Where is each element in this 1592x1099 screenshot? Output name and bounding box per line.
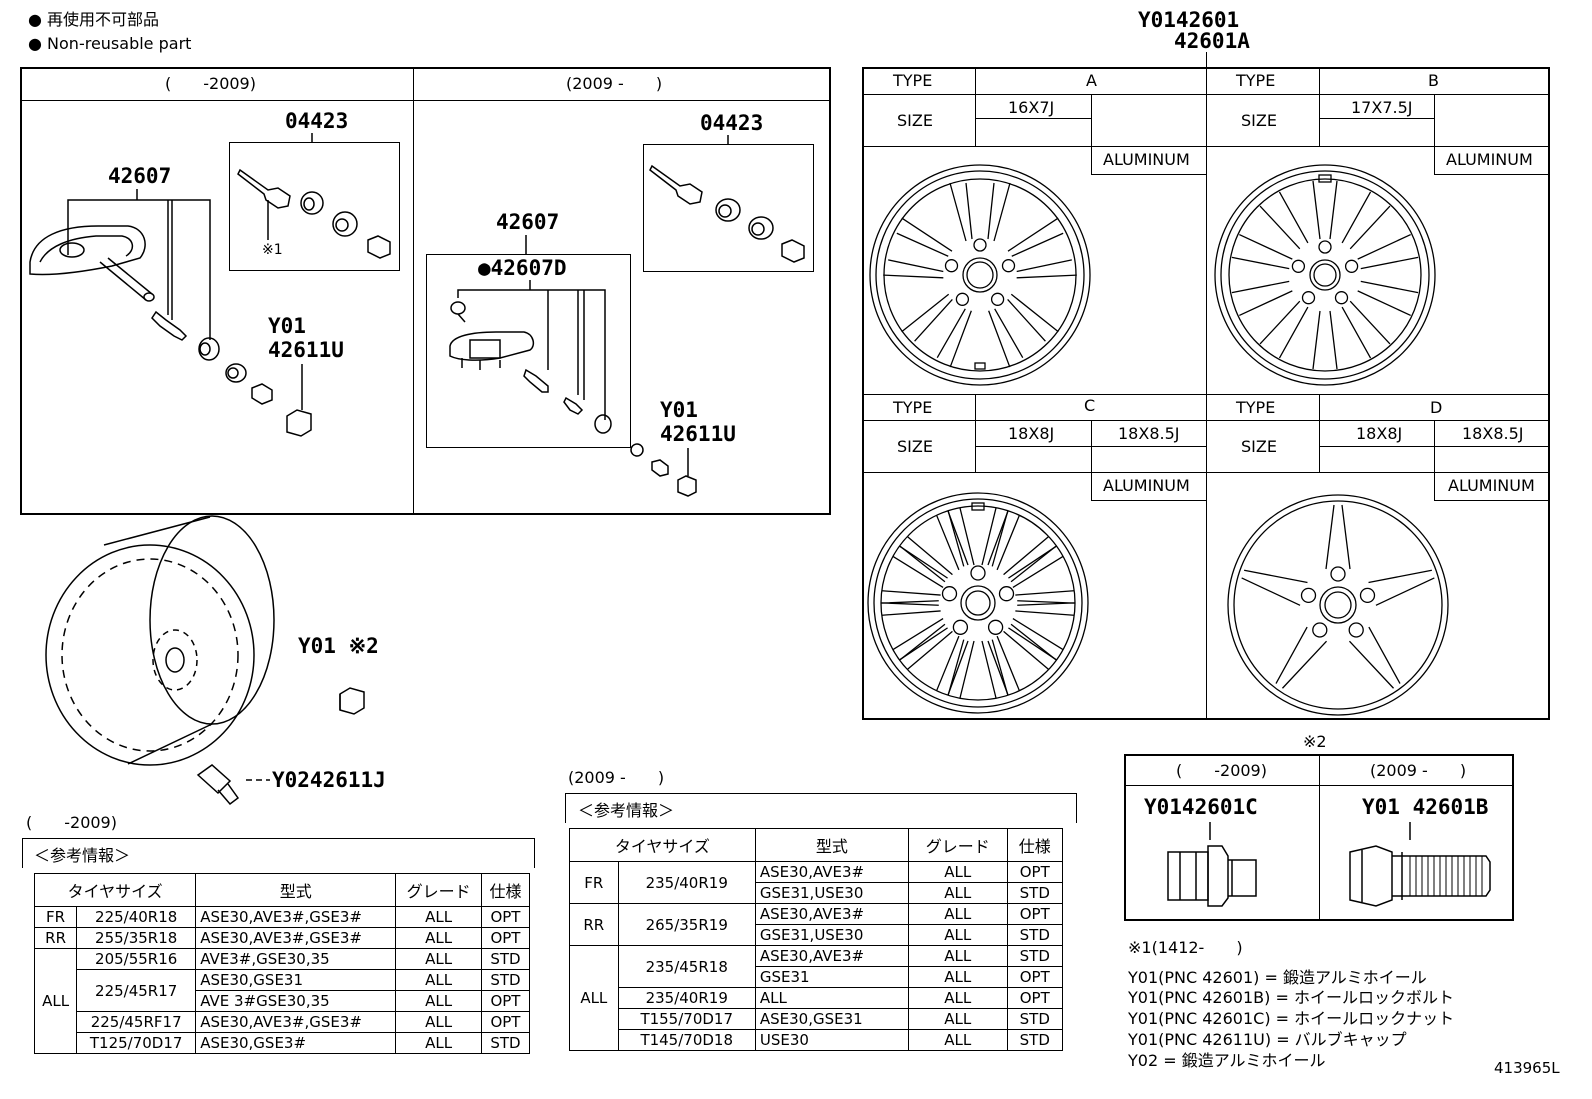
table-right-period: (2009 - ) [568, 768, 665, 787]
type-c: C [1084, 396, 1096, 415]
th-tire-size: タイヤサイズ [569, 828, 756, 862]
nut-header-right: (2009 - ) [1370, 761, 1467, 780]
th-model: 型式 [754, 828, 909, 862]
material-c: ALUMINUM [1103, 476, 1190, 495]
table-row: T145/70D18 USE30 ALL STD [570, 1029, 1064, 1051]
size-d-2: 18X8.5J [1462, 424, 1524, 443]
note-line-4: Y01(PNC 42611U) = バルブキャップ [1128, 1030, 1407, 1049]
size-label-c: SIZE [897, 437, 933, 456]
table-row: RR 265/35R19 ASE30,AVE3# ALL OPT [569, 903, 1064, 946]
table-row: GSE31 ALL OPT [570, 966, 1064, 988]
valve-kit-box-right [643, 144, 814, 272]
table-row: RR 255/35R18 ASE30,AVE3#,GSE3# ALL OPT [33, 927, 531, 949]
tpms-header-left: ( -2009) [165, 74, 256, 93]
size-c-2: 18X8.5J [1118, 424, 1180, 443]
note-line-1: Y01(PNC 42601) = 鍛造アルミホイール [1128, 968, 1427, 987]
material-d: ALUMINUM [1448, 476, 1535, 495]
note-line-2: Y01(PNC 42601B) = ホイールロックボルト [1128, 988, 1454, 1007]
table-row: 225/45RF17 ASE30,AVE3#,GSE3# ALL OPT [35, 1011, 531, 1033]
valve-kit-pn-right: 04423 [700, 111, 764, 135]
figure-id: 413965L [1494, 1059, 1560, 1077]
cap-y-right: Y01 [660, 398, 698, 422]
size-d-1: 18X8J [1356, 424, 1403, 443]
table-row: T155/70D17 ASE30,GSE31 ALL STD [570, 1008, 1064, 1030]
th-spec: 仕様 [480, 873, 531, 907]
table-row: FR 235/40R19 ASE30,AVE3# ALL OPT [569, 861, 1064, 904]
table-right: タイヤサイズ 型式 グレード 仕様 FR 235/40R19 ASE30,AVE… [569, 828, 1064, 1051]
th-grade: グレード [395, 873, 482, 907]
legend-jp: ● 再使用不可部品 [28, 10, 160, 29]
table-row: 225/45R17 ASE30,GSE31 ALL STD [35, 969, 531, 1012]
sensor-pn-right: 42607 [496, 210, 560, 234]
size-b-1: 17X7.5J [1351, 98, 1413, 117]
size-label-b: SIZE [1241, 111, 1277, 130]
tpms-panel [20, 67, 831, 515]
nut-label: Y01 ※2 [298, 634, 379, 658]
size-a-1: 16X7J [1008, 98, 1055, 117]
material-b: ALUMINUM [1446, 150, 1533, 169]
material-a: ALUMINUM [1103, 150, 1190, 169]
cap-pn-left: 42611U [268, 338, 344, 362]
table-left: タイヤサイズ 型式 グレード 仕様 FR 225/40R18 ASE30,AVE… [33, 873, 531, 1054]
table-row: T125/70D17 ASE30,GSE3# ALL STD [35, 1032, 531, 1054]
table-row: AVE 3#GSE30,35 ALL OPT [35, 990, 531, 1012]
note-line-3: Y01(PNC 42601C) = ホイールロックナット [1128, 1009, 1455, 1028]
nut-header-left: ( -2009) [1176, 761, 1267, 780]
type-label-d: TYPE [1236, 398, 1276, 417]
lock-bolt-pn: Y01 42601B [1362, 795, 1489, 819]
wheel-b-icon [1214, 164, 1436, 386]
type-label-c: TYPE [893, 398, 933, 417]
th-model: 型式 [195, 873, 397, 907]
table-row: FR 225/40R18 ASE30,AVE3#,GSE3# ALL OPT [33, 906, 531, 928]
legend-en: ● Non-reusable part [28, 34, 192, 53]
cap-y-left: Y01 [268, 314, 306, 338]
cap-pn-right: 42611U [660, 422, 736, 446]
table-left-title: ＜参考情報＞ [34, 846, 131, 865]
tpms-header-right: (2009 - ) [566, 74, 663, 93]
valve-kit-box-left [229, 142, 400, 271]
type-label-b: TYPE [1236, 71, 1276, 90]
type-a: A [1086, 71, 1097, 90]
lock-nut-pn: Y0142601C [1144, 795, 1258, 819]
table-row: 235/40R19 ALL ALL OPT [570, 987, 1064, 1009]
nut-note-mark: ※2 [1303, 732, 1327, 751]
table-left-period: ( -2009) [26, 813, 117, 832]
size-label-d: SIZE [1241, 437, 1277, 456]
table-right-title: ＜参考情報＞ [578, 801, 675, 820]
size-label-a: SIZE [897, 111, 933, 130]
th-grade: グレード [907, 828, 1008, 862]
wheel-top-label-1: Y0142601 [1138, 8, 1240, 32]
sensor-pn-left: 42607 [108, 164, 172, 188]
table-row: ALL 205/55R16 AVE3#,GSE30,35 ALL STD [33, 948, 531, 1054]
sensor-sub-pn-right: ●42607D [478, 256, 567, 280]
wheel-d-icon [1227, 494, 1449, 716]
size-c-1: 18X8J [1008, 424, 1055, 443]
wheel-a-icon [869, 164, 1091, 386]
type-b: B [1428, 71, 1439, 90]
wheel-c-icon [867, 492, 1089, 714]
table-row: ALL 235/45R18 ASE30,AVE3# ALL STD [569, 945, 1064, 1051]
notes-title: ※1(1412- ) [1128, 938, 1243, 957]
valve-kit-pn-left: 04423 [285, 109, 349, 133]
valve-label: Y0242611J [272, 768, 386, 792]
wheel-top-label-2: 42601A [1174, 29, 1250, 53]
th-tire-size: タイヤサイズ [33, 873, 197, 907]
note-line-5: Y02 = 鍛造アルミホイール [1128, 1051, 1326, 1070]
note-mark-1: ※1 [262, 242, 283, 258]
type-d: D [1430, 398, 1443, 417]
th-spec: 仕様 [1006, 828, 1064, 862]
sensor-box-right [426, 254, 631, 448]
type-label-a: TYPE [893, 71, 933, 90]
